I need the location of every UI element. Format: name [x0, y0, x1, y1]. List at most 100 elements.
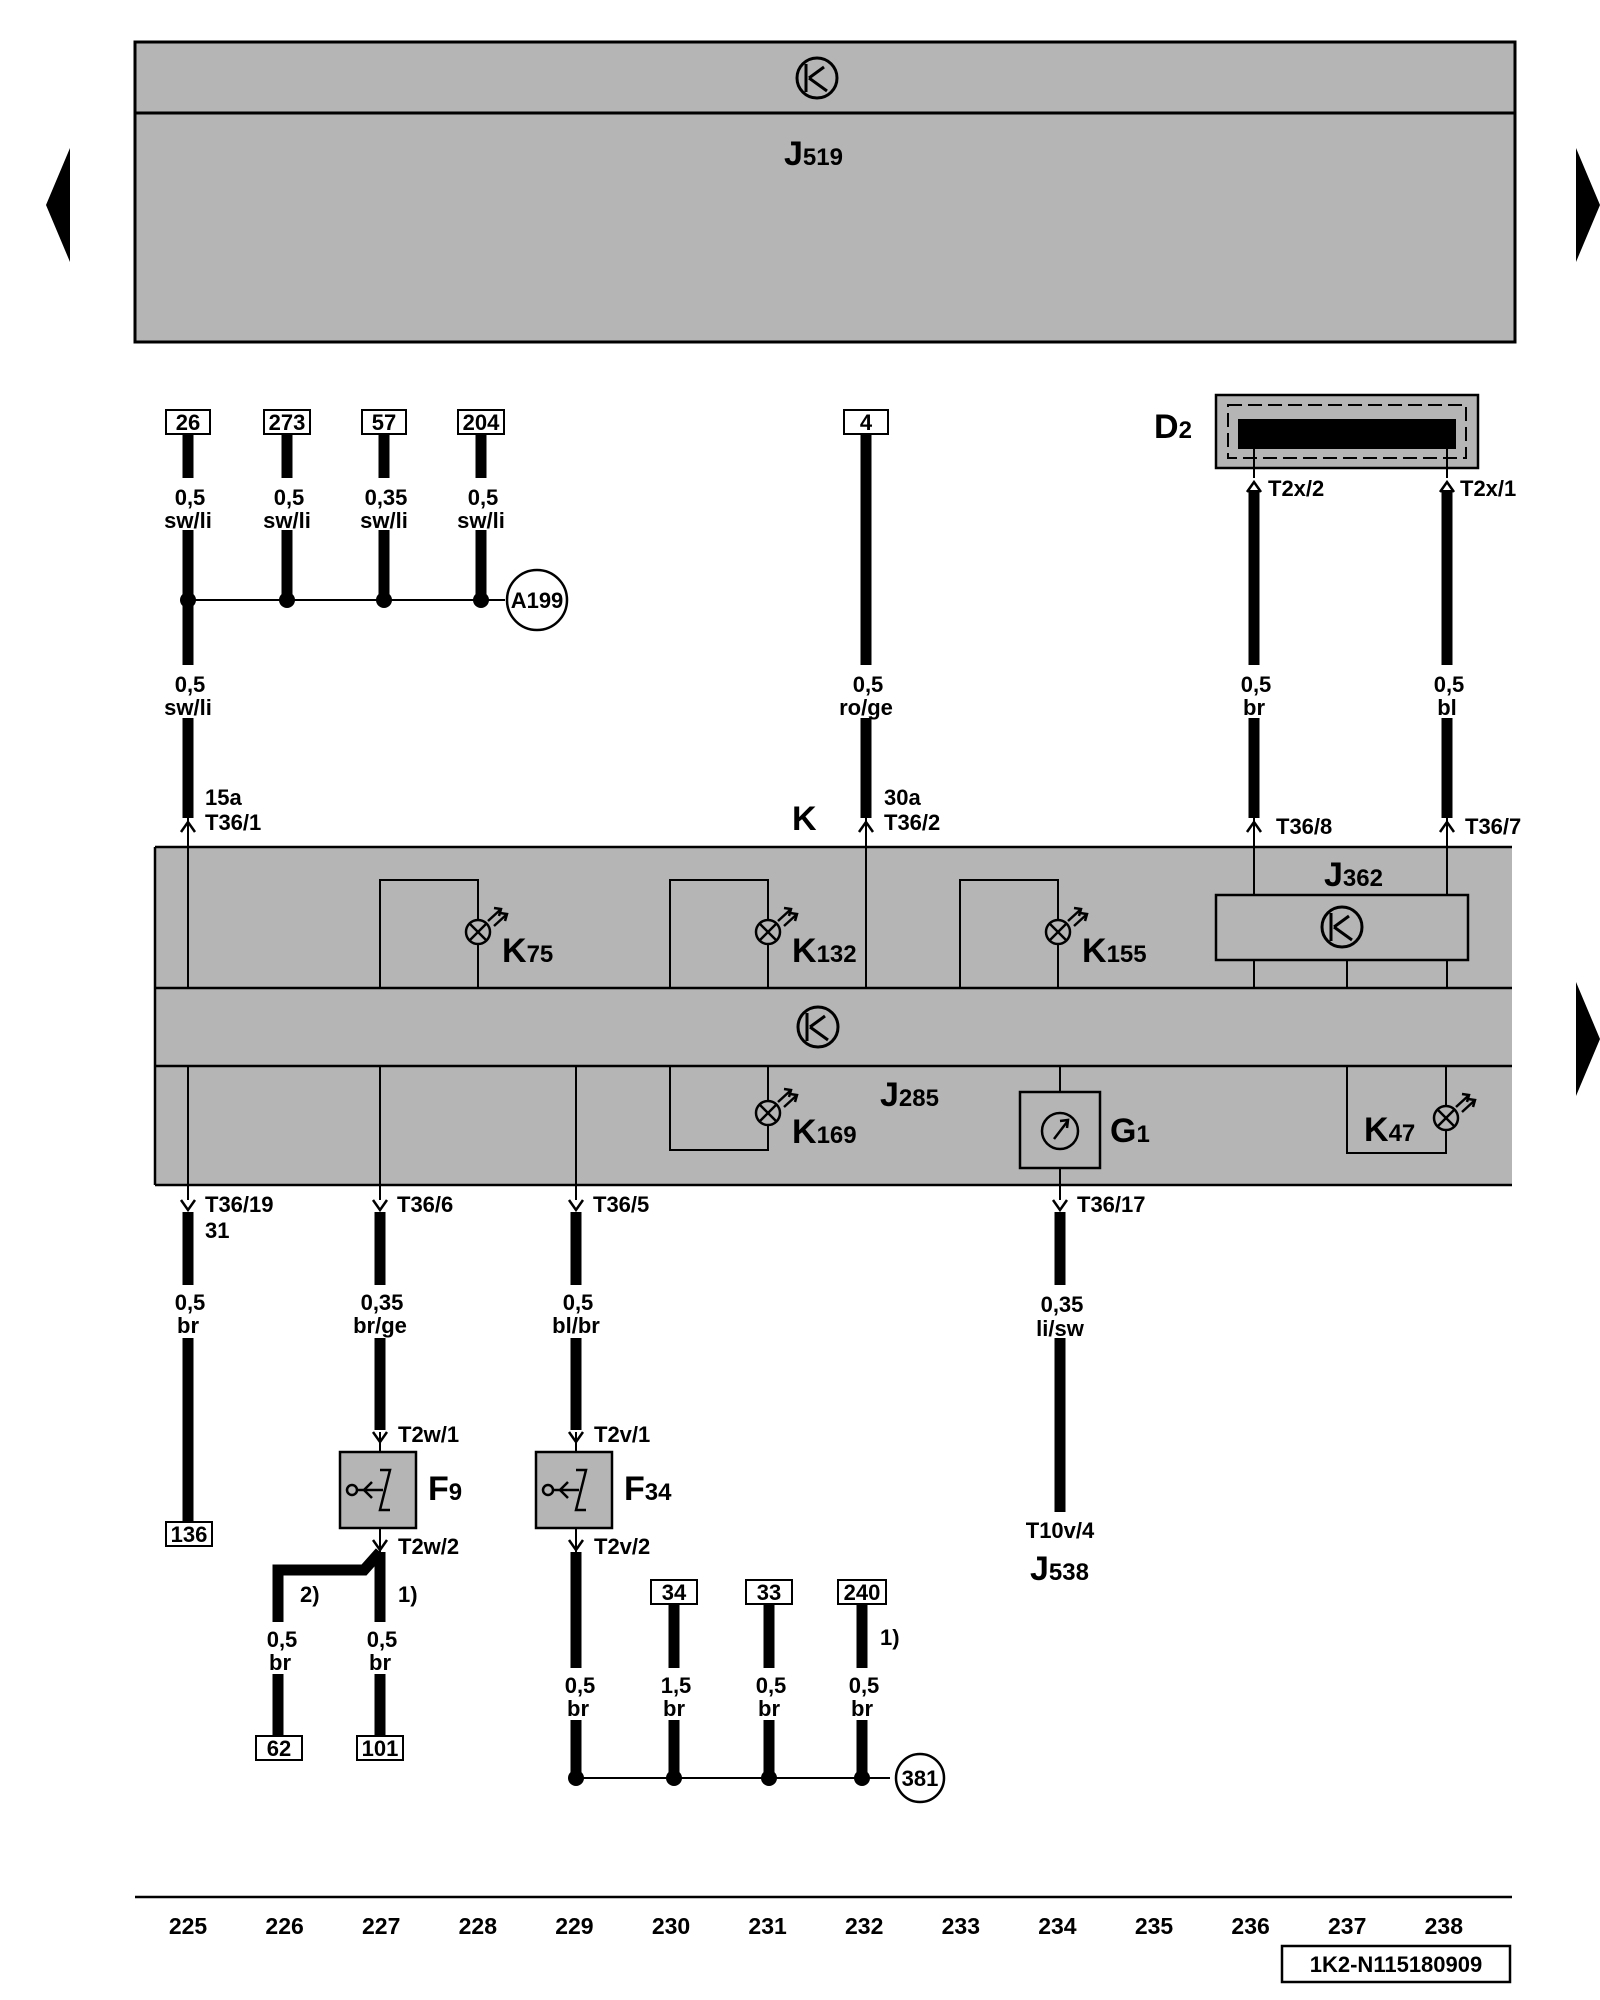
ground-point-381[interactable]: 381	[894, 1752, 946, 1804]
lamp-k132-label: K132	[792, 932, 857, 970]
wire-f34-bottom-size: 0,5	[565, 1673, 596, 1698]
control-unit-icon	[795, 56, 839, 100]
ref-box-34[interactable]: 34	[650, 1579, 698, 1605]
pin-t2w1: T2w/1	[398, 1422, 459, 1447]
nav-right-arrow-lower-icon[interactable]	[1576, 982, 1600, 1096]
wire-26-color: sw/li	[164, 508, 212, 533]
ref-box-62[interactable]: 62	[255, 1735, 303, 1761]
ref-box-label: 101	[362, 1736, 399, 1761]
ground-point-label: 381	[902, 1766, 939, 1791]
wire-g1-color: li/sw	[1036, 1316, 1085, 1341]
lamp-icon	[464, 906, 509, 946]
pin-t2x1: T2x/1	[1460, 476, 1516, 501]
column-number: 229	[555, 1913, 593, 1939]
ref-box-label: 273	[269, 410, 306, 435]
ref-box-101[interactable]: 101	[356, 1735, 404, 1761]
cluster-submodule-j362: J362	[1214, 856, 1470, 962]
lamp-k75-label: K75	[502, 932, 553, 970]
wire-33-color: br	[758, 1696, 780, 1721]
ref-box-57[interactable]: 57	[361, 409, 407, 435]
pin-t2v2: T2v/2	[594, 1534, 650, 1559]
lamp-k169-label: K169	[792, 1113, 857, 1151]
ref-box-26[interactable]: 26	[165, 409, 211, 435]
ref-box-label: 4	[860, 410, 873, 435]
nav-right-arrow-icon[interactable]	[1576, 148, 1600, 262]
wire-30a-size: 0,5	[853, 672, 884, 697]
external-ecu-label: J538	[1030, 1550, 1089, 1588]
ref-box-240[interactable]: 240	[837, 1579, 887, 1605]
gauge-g1-label: G1	[1110, 1112, 1150, 1150]
column-number: 236	[1231, 1913, 1269, 1939]
cluster-submodule-label: J362	[1324, 856, 1383, 894]
wire-31-color: br	[177, 1313, 199, 1338]
pin-t10v4: T10v/4	[1026, 1518, 1095, 1543]
column-number: 231	[748, 1913, 787, 1939]
column-number: 235	[1135, 1913, 1174, 1939]
lamp-icon	[1044, 906, 1089, 946]
ground-splice-381: 381	[568, 1752, 946, 1804]
wire-26-size: 0,5	[175, 485, 206, 510]
ref-box-label: 26	[176, 410, 200, 435]
lamp-icon	[1432, 1092, 1477, 1132]
nav-left-arrow-icon[interactable]	[46, 148, 70, 262]
wire-204-color: sw/li	[457, 508, 505, 533]
wire-62-size: 0,5	[267, 1627, 298, 1652]
ref-box-136[interactable]: 136	[165, 1521, 213, 1547]
footnote-1-a: 1)	[398, 1582, 418, 1607]
switch-icon	[345, 1468, 392, 1512]
wire-30a-color: ro/ge	[839, 695, 893, 720]
pin-term-31: 31	[205, 1218, 229, 1243]
cluster-ecu-label: J285	[880, 1076, 939, 1114]
wire-240-color: br	[851, 1696, 873, 1721]
ref-box-273[interactable]: 273	[263, 409, 311, 435]
wire-f9-top-size: 0,35	[361, 1290, 404, 1315]
instrument-cluster-label: K	[792, 800, 817, 838]
lamp-icon	[754, 1087, 799, 1127]
ref-box-204[interactable]: 204	[457, 409, 505, 435]
wire-33-size: 0,5	[756, 1673, 787, 1698]
column-number: 230	[652, 1913, 690, 1939]
bottom-wires	[182, 1212, 1066, 1778]
bottom-pin-labels: T36/19 31 T36/6 T36/5 T36/17	[205, 1192, 1146, 1243]
ref-box-33[interactable]: 33	[745, 1579, 793, 1605]
lamp-k75: K75	[464, 906, 553, 970]
wire-f34-bottom-color: br	[567, 1696, 589, 1721]
wire-15a-size: 0,5	[175, 672, 206, 697]
ref-box-label: 57	[372, 410, 396, 435]
top-wires	[182, 434, 1453, 818]
gauge-icon	[1040, 1111, 1080, 1151]
column-number: 232	[845, 1913, 883, 1939]
pin-t36-6: T36/6	[397, 1192, 453, 1217]
control-unit-icon	[1320, 905, 1364, 949]
lamp-k132: K132	[754, 906, 857, 970]
wire-204-size: 0,5	[468, 485, 499, 510]
gauge-g1: G1	[1018, 1090, 1150, 1170]
pin-term-30a: 30a	[884, 785, 921, 810]
ground-point-a199[interactable]: A199	[505, 568, 569, 632]
column-number: 233	[942, 1913, 980, 1939]
wire-273-size: 0,5	[274, 485, 305, 510]
wire-34-size: 1,5	[661, 1673, 692, 1698]
pin-t2w2: T2w/2	[398, 1534, 459, 1559]
instrument-cluster: J362 K75 K132	[153, 818, 1512, 1200]
pin-t36-5: T36/5	[593, 1192, 649, 1217]
footnote-2: 2)	[300, 1582, 320, 1607]
wire-62-color: br	[269, 1650, 291, 1675]
column-number: 237	[1328, 1913, 1366, 1939]
top-control-unit-label: J519	[784, 135, 843, 173]
switch-f34-label: F34	[624, 1470, 672, 1508]
wire-d2a-size: 0,5	[1241, 672, 1272, 697]
pin-term-15a: 15a	[205, 785, 242, 810]
wire-f9-branch	[272, 1548, 385, 1622]
wire-240-size: 0,5	[849, 1673, 880, 1698]
pin-t36-17: T36/17	[1077, 1192, 1146, 1217]
column-number: 234	[1038, 1913, 1077, 1939]
lamp-k155-label: K155	[1082, 932, 1147, 970]
switch-icon	[541, 1468, 588, 1512]
wire-f34-top-size: 0,5	[563, 1290, 594, 1315]
ref-box-4[interactable]: 4	[843, 409, 889, 435]
column-number: 238	[1425, 1913, 1464, 1939]
pin-t36-1: T36/1	[205, 810, 261, 835]
